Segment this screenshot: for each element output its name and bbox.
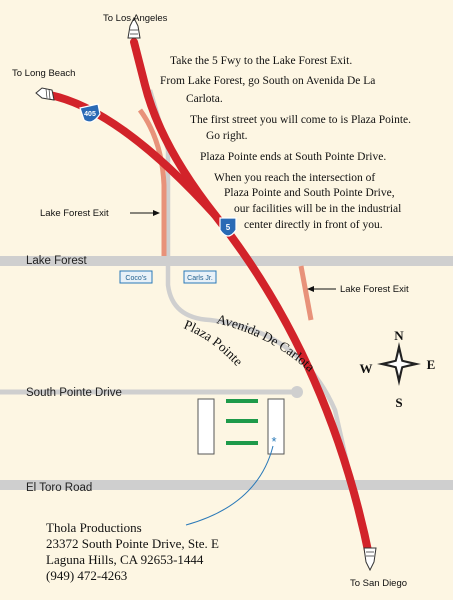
cocos-label: Coco's [125, 275, 147, 282]
direction-line-2: From Lake Forest, go South on Avenida De… [160, 75, 375, 87]
hand-pointer-icon-south [363, 547, 377, 572]
i5-freeway [130, 38, 374, 564]
direction-line-6: Plaza Pointe ends at South Pointe Drive. [200, 151, 386, 163]
building-top [226, 399, 258, 403]
location-asterisk-icon: * [271, 434, 276, 449]
location-callout-line [185, 445, 274, 526]
direction-line-5: Go right. [206, 130, 248, 142]
carls-jr-label: Carls Jr. [187, 275, 213, 282]
direction-line-8: Plaza Pointe and South Pointe Drive, [224, 187, 395, 199]
building-middle [226, 419, 258, 423]
company-phone: (949) 472-4263 [46, 568, 127, 583]
direction-line-7: When you reach the intersection of [214, 172, 375, 184]
direction-line-10: center directly in front of you. [244, 219, 383, 231]
lake-forest-road [0, 256, 453, 266]
building-right [267, 398, 285, 455]
compass-north-label: N [394, 328, 404, 343]
to-los-angeles-label: To Los Angeles [103, 13, 168, 24]
compass-west-label: W [360, 361, 373, 376]
company-name: Thola Productions [46, 520, 142, 535]
direction-line-3: Carlota. [186, 93, 223, 105]
to-long-beach-label: To Long Beach [12, 68, 75, 79]
arrow-right-icon [130, 210, 160, 216]
el-toro-road-label: El Toro Road [26, 482, 92, 494]
south-pointe-drive-label: South Pointe Drive [26, 387, 122, 399]
hand-pointer-icon-west [35, 87, 55, 101]
compass-rose-icon: N S E W [360, 328, 436, 410]
lake-forest-exit-ramp-left [137, 108, 167, 256]
i5-shield-label: 5 [226, 223, 231, 232]
company-city: Laguna Hills, CA 92653-1444 [46, 552, 204, 567]
compass-south-label: S [395, 395, 402, 410]
lake-forest-exit-label-right: Lake Forest Exit [340, 284, 409, 295]
lake-forest-label: Lake Forest [26, 255, 88, 267]
lake-forest-exit-ramp-right [298, 265, 314, 321]
cul-de-sac [291, 386, 303, 398]
lake-forest-exit-label-left: Lake Forest Exit [40, 208, 109, 219]
hand-pointer-icon-north [127, 16, 141, 39]
building-bottom [226, 441, 258, 445]
to-san-diego-label: To San Diego [350, 578, 407, 589]
compass-east-label: E [427, 357, 436, 372]
direction-line-1: Take the 5 Fwy to the Lake Forest Exit. [170, 55, 352, 67]
company-address: 23372 South Pointe Drive, Ste. E [46, 536, 219, 551]
i5-shield-icon: 5 [219, 217, 237, 237]
arrow-left-icon [307, 286, 336, 292]
cocos-sign: Coco's [119, 270, 153, 284]
carls-jr-sign: Carls Jr. [183, 270, 217, 284]
industrial-center: * [197, 398, 285, 455]
building-left [197, 398, 215, 455]
direction-line-9: our facilities will be in the industrial [234, 203, 401, 215]
el-toro-road [0, 480, 453, 490]
i405-shield-icon: 405 [79, 103, 101, 123]
i405-shield-label: 405 [84, 111, 96, 118]
direction-line-4: The first street you will come to is Pla… [190, 114, 411, 126]
